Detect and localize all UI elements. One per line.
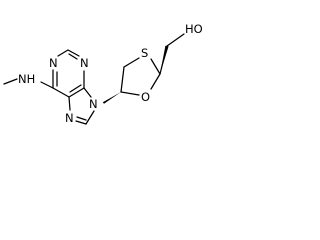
- wedge-c4p-oh-arm: [160, 45, 169, 74]
- stereo-wedges: [102, 45, 169, 104]
- molecule-structure: NH N N N N S O HO: [3, 22, 203, 125]
- bond-c5-c6: [52, 87, 70, 98]
- bond-c2p-s: [123, 57, 140, 68]
- bond-s-c4p: [150, 58, 161, 75]
- bond-methyl: [3, 78, 18, 85]
- bond-c1p-c2p: [120, 66, 125, 93]
- atom-label-n1: N: [49, 56, 58, 70]
- bond-o-c1p: [120, 91, 140, 96]
- atom-label-n3: N: [80, 56, 89, 70]
- wedge-c1p-n9: [102, 92, 121, 104]
- atom-label-nh: NH: [18, 72, 35, 86]
- bond-c4p-o: [150, 73, 161, 90]
- atom-label-o: O: [141, 90, 150, 104]
- bond-nh-c6: [40, 81, 54, 89]
- bond-n9-c4: [83, 87, 92, 98]
- bond-c5-n7: [68, 96, 71, 111]
- bond-c2-n3-double: [68, 53, 78, 60]
- bond-ch2-oh: [166, 33, 185, 47]
- bond-c4-c5-double: [69, 84, 82, 93]
- bond-c8-n9: [85, 110, 95, 125]
- atom-label-n9: N: [89, 97, 98, 111]
- atom-labels: NH N N N N S O HO: [18, 22, 203, 125]
- bond-n7-c8-double: [76, 116, 87, 121]
- bond-c2-n3: [67, 49, 80, 57]
- bond-c4-c5: [68, 87, 85, 98]
- bond-n1-c2: [57, 49, 69, 57]
- bond-n7-c8: [75, 120, 87, 125]
- atom-label-s: S: [141, 46, 148, 60]
- atom-label-ho: HO: [185, 22, 203, 36]
- atom-label-n7: N: [65, 111, 74, 125]
